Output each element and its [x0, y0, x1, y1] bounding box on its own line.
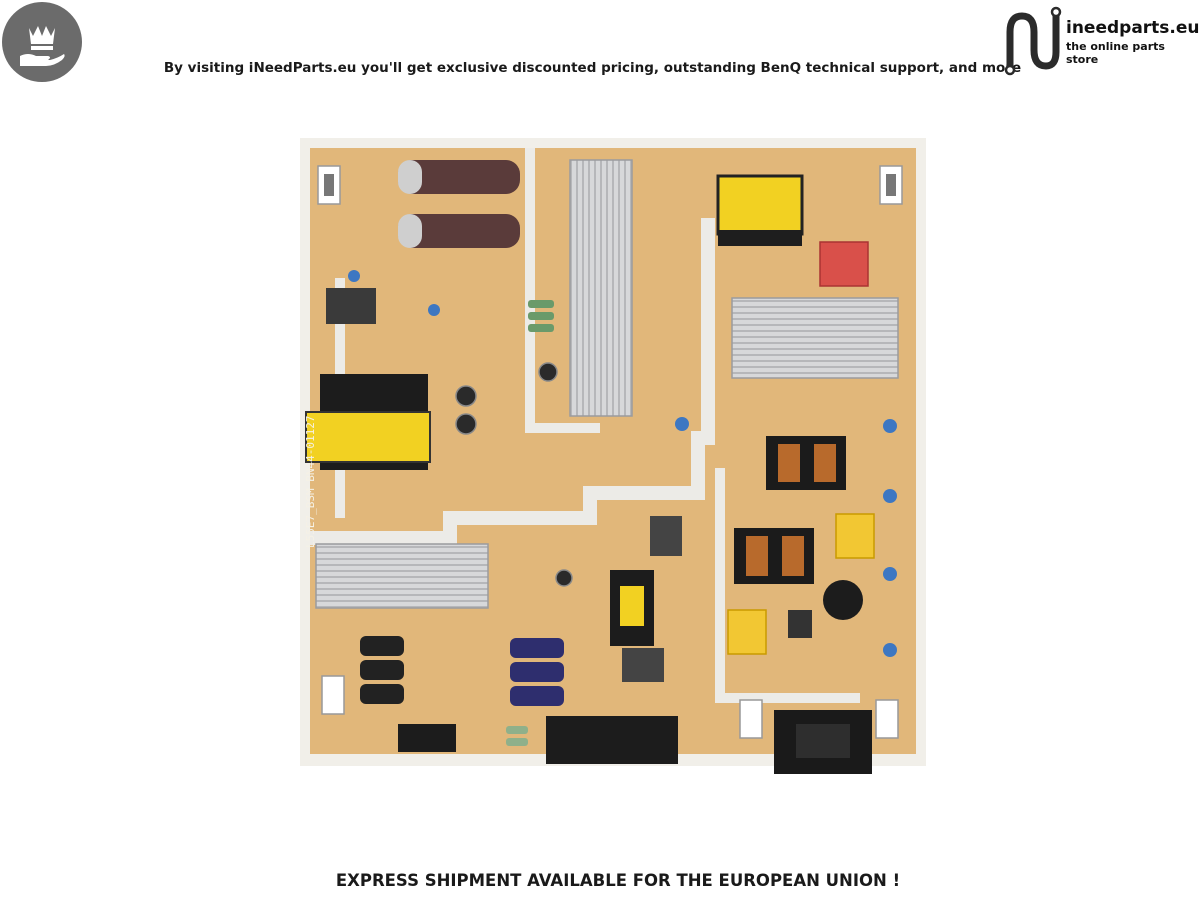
- promo-tagline: By visiting iNeedParts.eu you'll get exc…: [163, 60, 1022, 76]
- brand-tagline: the online parts store: [1066, 40, 1165, 66]
- crown-hand-badge-icon: [2, 2, 82, 82]
- board-marking: L55E7_BSM BN44-01127: [304, 416, 317, 548]
- shipping-note: EXPRESS SHIPMENT AVAILABLE FOR THE EUROP…: [335, 871, 901, 890]
- brand-logo[interactable]: ineedparts.eu the online parts store: [1002, 2, 1200, 78]
- brand-name: ineedparts.eu: [1066, 18, 1200, 38]
- brand-logo-icon: [1004, 6, 1062, 76]
- power-board-photo: L55E7_BSM BN44-01127: [298, 136, 928, 780]
